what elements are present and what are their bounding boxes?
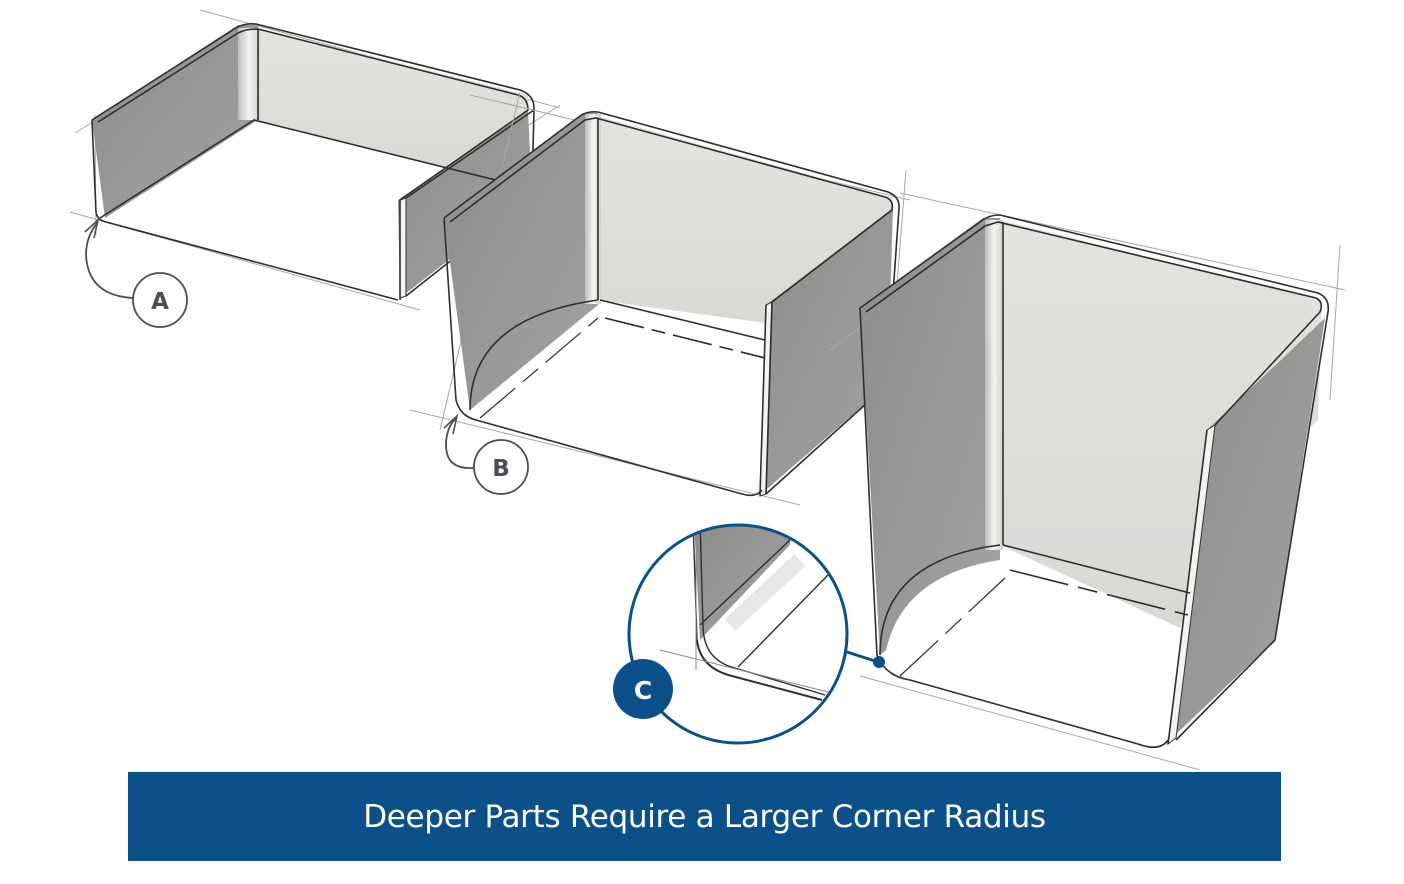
corner-radius-illustration: A B C — [69, 9, 1346, 770]
callout-c-leader — [846, 650, 879, 664]
callout-b-circle — [473, 439, 529, 495]
magnified-corner-detail — [659, 525, 847, 701]
box-b-left-wall — [444, 113, 598, 410]
box-c-back-wall — [1000, 220, 1322, 628]
box-c-left-wall — [860, 218, 1000, 655]
box-c-right-wall — [1170, 318, 1325, 740]
callout-b-label: B — [492, 456, 510, 482]
callout-a-leader — [85, 221, 135, 299]
callout-b-leader — [445, 417, 475, 469]
callout-c-badge — [613, 659, 673, 719]
callout-a-label: A — [151, 289, 169, 315]
box-b-right-wall — [760, 208, 893, 495]
callout-b: B — [443, 413, 529, 495]
callout-c-anchor-dot — [873, 656, 885, 668]
box-a-back-wall — [258, 28, 528, 188]
callout-a: A — [84, 217, 188, 328]
callout-c: C — [613, 523, 885, 745]
callout-a-circle — [132, 272, 188, 328]
arrow-head-icon — [443, 413, 459, 435]
box-a-left-wall — [92, 25, 258, 218]
construction-lines-c — [829, 192, 1346, 770]
magnifier-ring — [627, 523, 849, 745]
box-b-medium — [409, 91, 911, 506]
callout-c-label: C — [634, 676, 652, 705]
caption-banner: Deeper Parts Require a Larger Corner Rad… — [128, 772, 1281, 861]
caption-text: Deeper Parts Require a Larger Corner Rad… — [363, 798, 1046, 835]
box-c-deep — [829, 192, 1346, 770]
arrow-head-icon — [84, 217, 100, 239]
